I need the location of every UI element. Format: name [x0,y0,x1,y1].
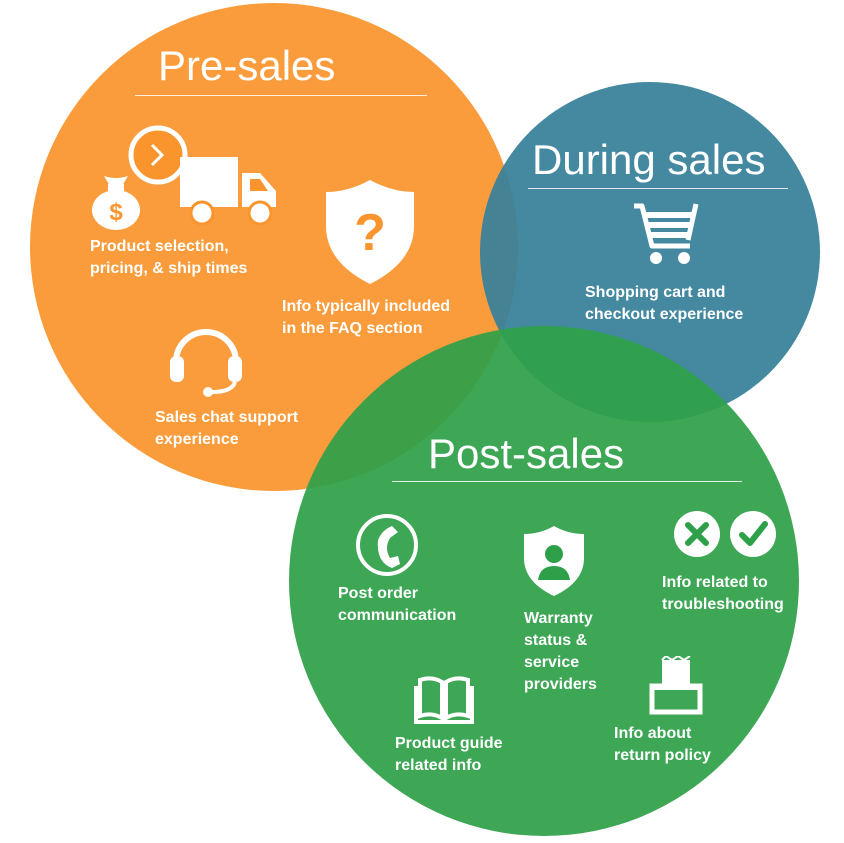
label-product-selection: Product selection, pricing, & ship times [90,238,248,277]
money-bag-icon: $ [86,172,146,232]
return-box-icon [648,656,704,716]
during-sales-title: During sales [532,136,766,183]
label-sales-chat: Sales chat support experience [155,409,299,448]
post-sales-title: Post-sales [428,430,625,477]
svg-text:$: $ [109,199,123,226]
label-faq-info: Info typically included in the FAQ secti… [282,298,451,337]
svg-text:?: ? [354,204,386,262]
pre-sales-divider [135,95,427,96]
question-shield-icon: ? [322,178,418,286]
post-sales-divider [392,481,742,482]
phone-icon [354,512,420,578]
headset-icon [166,320,246,398]
label-shopping-cart: Shopping cart and checkout experience [585,284,744,323]
shopping-cart-icon [630,200,706,268]
cross-icon [672,509,722,559]
label-product-guide: Product guide related info [395,735,503,774]
pre-sales-title: Pre-sales [158,42,336,89]
label-return-policy: Info about return policy [614,725,711,764]
label-warranty: Warranty status & service providers [524,610,597,693]
check-icon [728,509,778,559]
label-troubleshooting: Info related to troubleshooting [662,574,784,613]
label-post-order: Post order communication [338,585,457,624]
user-shield-icon [522,524,586,598]
delivery-truck-icon [180,155,280,227]
clock-icon [128,125,188,185]
during-sales-divider [528,188,788,189]
book-icon [414,668,474,726]
